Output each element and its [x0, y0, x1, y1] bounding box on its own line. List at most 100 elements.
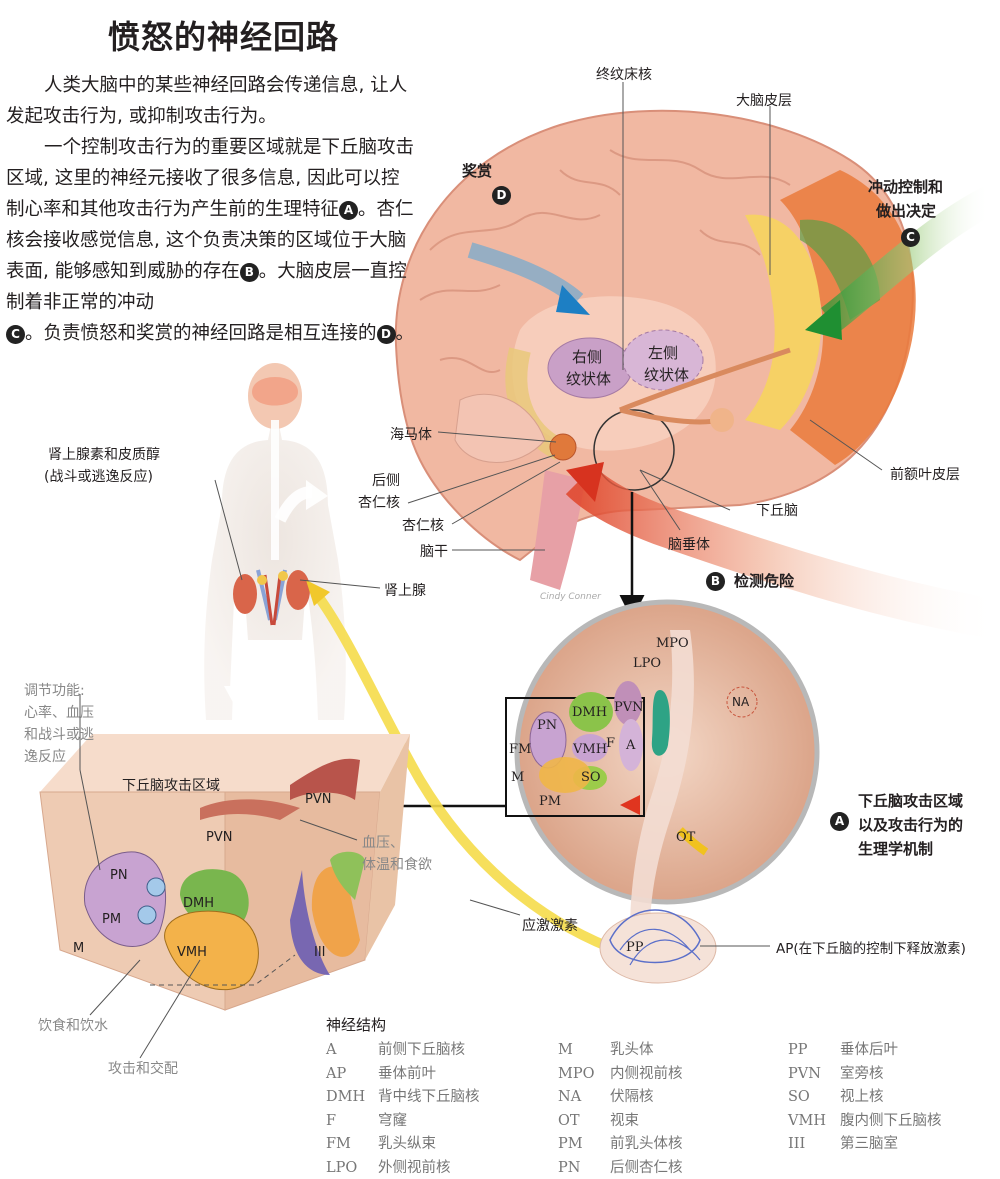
label-cube-pvn-top: PVN	[305, 792, 331, 807]
label-cube-m: M	[73, 941, 84, 956]
intro-paragraph-1: 人类大脑中的某些神经回路会传递信息, 让人发起攻击行为, 或抑制攻击行为。	[6, 70, 416, 132]
label-circle-fm: FM	[509, 742, 531, 757]
label-amygdala: 杏仁核	[402, 515, 444, 535]
legend-name: 室旁核	[840, 1066, 884, 1082]
label-stress-hormone: 应激激素	[522, 915, 578, 935]
legend-abbr: LPO	[326, 1160, 378, 1176]
label-circle-ot: OT	[676, 830, 695, 845]
label-circle-pvn: PVN	[614, 700, 644, 715]
label-cube-title: 下丘脑攻击区域	[122, 775, 220, 795]
legend-name: 垂体后叶	[840, 1042, 898, 1058]
legend-name: 外侧视前核	[378, 1160, 451, 1176]
label-right-striatum-1: 右侧	[572, 346, 602, 367]
legend-abbr: III	[788, 1136, 840, 1152]
marker-b-brain: B	[706, 572, 725, 591]
label-right-striatum-2: 纹状体	[566, 368, 611, 389]
label-cube-dmh: DMH	[183, 896, 214, 911]
legend-abbr: M	[558, 1042, 610, 1058]
human-body-figure	[204, 363, 346, 720]
label-regulation-4: 逸反应	[24, 746, 66, 766]
label-bnst: 终纹床核	[596, 64, 652, 84]
label-cube-pvn: PVN	[206, 830, 232, 845]
legend-name: 前乳头体核	[610, 1136, 683, 1152]
intro-text: 人类大脑中的某些神经回路会传递信息, 让人发起攻击行为, 或抑制攻击行为。 一个…	[6, 70, 416, 349]
label-hippocampus: 海马体	[390, 424, 432, 444]
artist-signature: Cindy Conner	[540, 592, 601, 602]
label-impulse-2: 做出决定	[876, 200, 936, 221]
label-zone-1: 下丘脑攻击区域	[858, 790, 963, 811]
legend-abbr: VMH	[788, 1113, 840, 1129]
legend-name: 后侧杏仁核	[610, 1160, 683, 1176]
label-detect-threat: 检测危险	[734, 570, 794, 591]
label-prefrontal-cortex: 前额叶皮层	[890, 464, 960, 484]
marker-d-badge: D	[377, 325, 396, 344]
legend-abbr: A	[326, 1042, 378, 1058]
legend-name: 乳头体	[610, 1042, 654, 1058]
label-cube-iii: III	[314, 945, 326, 960]
legend-abbr: FM	[326, 1136, 378, 1152]
label-circle-so: SO	[581, 770, 601, 785]
label-regulation-3: 和战斗或逃	[24, 724, 94, 744]
hypothalamus-cube	[40, 734, 410, 1010]
intro-text-d: 。负责愤怒和奖赏的神经回路是相互连接的	[25, 323, 377, 344]
legend-name: 腹内侧下丘脑核	[840, 1113, 942, 1129]
legend-abbr: PVN	[788, 1066, 840, 1082]
legend-abbr: SO	[788, 1089, 840, 1105]
marker-a-circle: A	[830, 812, 849, 831]
legend-name: 背中线下丘脑核	[378, 1089, 480, 1105]
legend-abbr: OT	[558, 1113, 610, 1129]
legend-name: 伏隔核	[610, 1089, 654, 1105]
label-circle-pm: PM	[539, 794, 561, 809]
label-left-striatum-2: 纹状体	[644, 364, 689, 385]
label-hormones-2: (战斗或逃逸反应)	[44, 466, 153, 486]
label-circle-pp: PP	[626, 940, 644, 955]
label-circle-a: A	[626, 738, 635, 753]
legend-name: 垂体前叶	[378, 1066, 436, 1082]
label-zone-3: 生理学机制	[858, 838, 933, 859]
marker-a-badge: A	[339, 201, 358, 220]
legend-abbr: PM	[558, 1136, 610, 1152]
label-cube-pn: PN	[110, 868, 128, 883]
label-circle-m: M	[511, 770, 524, 785]
legend-name: 穹窿	[378, 1113, 407, 1129]
label-ap-note: AP(在下丘脑的控制下释放激素)	[776, 937, 966, 957]
label-left-striatum-1: 左侧	[648, 342, 678, 363]
marker-c-brain: C	[901, 228, 920, 247]
label-adrenal: 肾上腺	[384, 580, 426, 600]
intro-paragraph-2: 一个控制攻击行为的重要区域就是下丘脑攻击区域, 这里的神经元接收了很多信息, 因…	[6, 132, 416, 349]
label-eating: 饮食和饮水	[38, 1015, 108, 1035]
label-cube-vmh: VMH	[177, 945, 207, 960]
legend-name: 乳头纵束	[378, 1136, 436, 1152]
marker-b-badge: B	[240, 263, 259, 282]
label-hormones-1: 肾上腺素和皮质醇	[48, 444, 160, 464]
label-attack-mating: 攻击和交配	[108, 1058, 178, 1078]
label-cerebral-cortex: 大脑皮层	[736, 90, 792, 110]
legend-name: 第三脑室	[840, 1136, 898, 1152]
label-blood-pressure-2: 体温和食欲	[362, 854, 432, 874]
label-circle-f: F	[606, 736, 615, 751]
legend-name: 视上核	[840, 1089, 884, 1105]
legend-abbr: MPO	[558, 1066, 610, 1082]
legend-abbr: PP	[788, 1042, 840, 1058]
legend-name: 前侧下丘脑核	[378, 1042, 465, 1058]
label-blood-pressure-1: 血压、	[362, 832, 404, 852]
label-posterior-amygdala-2: 杏仁核	[358, 492, 400, 512]
legend-abbr: NA	[558, 1089, 610, 1105]
page-title: 愤怒的神经回路	[108, 12, 339, 58]
legend-abbr: F	[326, 1113, 378, 1129]
legend-abbr: AP	[326, 1066, 378, 1082]
